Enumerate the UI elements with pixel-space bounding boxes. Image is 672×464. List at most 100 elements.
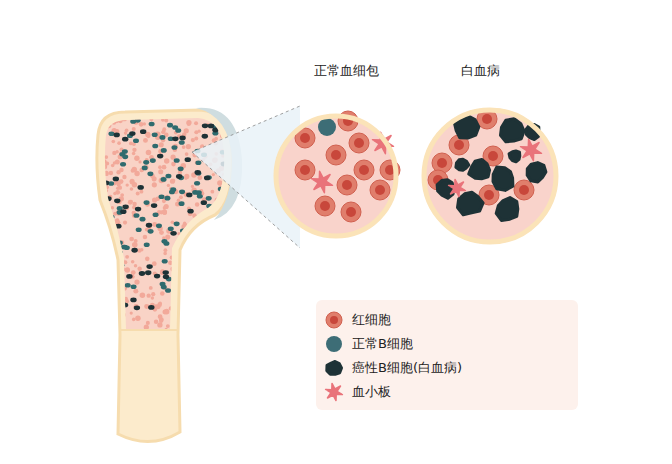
marrow-cancer-cell	[129, 131, 135, 136]
legend-icon-svg	[324, 310, 344, 330]
legend-icon-svg	[324, 382, 344, 402]
marrow-dot	[149, 286, 153, 290]
marrow-dot	[111, 304, 116, 309]
marrow-b-cell	[206, 196, 212, 201]
red-cell-center	[342, 180, 352, 190]
marrow-dot	[193, 275, 197, 279]
marrow-b-cell	[152, 144, 158, 149]
marrow-dot	[194, 314, 198, 318]
marrow-dot	[208, 211, 211, 214]
marrow-dot	[138, 160, 141, 163]
marrow-dot	[195, 202, 199, 206]
cancer-cell	[456, 159, 469, 170]
marrow-cancer-cell	[148, 305, 154, 310]
marrow-dot	[119, 168, 123, 172]
marrow-dot	[122, 175, 126, 179]
marrow-b-cell	[122, 155, 128, 160]
marrow-cancer-cell	[130, 297, 136, 302]
marrow-cancer-cell	[195, 170, 201, 175]
marrow-dot	[115, 265, 120, 270]
marrow-dot	[125, 299, 129, 303]
marrow-dot	[114, 242, 118, 246]
marrow-cancer-cell	[103, 181, 109, 186]
legend-item: 血小板	[324, 382, 391, 402]
marrow-dot	[134, 156, 139, 161]
marrow-dot	[137, 248, 142, 253]
marrow-dot	[186, 244, 189, 247]
zoom-circle: 白血病	[422, 108, 558, 244]
marrow-dot	[104, 281, 108, 285]
marrow-dot	[188, 326, 191, 329]
circle-border	[424, 110, 556, 242]
marrow-dot	[187, 235, 192, 240]
marrow-dot	[135, 315, 140, 320]
marrow-dot	[107, 253, 110, 256]
marrow-dot	[187, 122, 191, 126]
marrow-dot	[223, 297, 228, 302]
marrow-b-cell	[109, 215, 115, 220]
marrow-dot	[170, 256, 174, 260]
red-cell-center	[346, 207, 356, 217]
marrow-dot	[180, 256, 184, 260]
marrow-cancer-cell	[185, 157, 191, 162]
marrow-b-cell	[117, 280, 123, 285]
marrow-cancer-cell	[176, 174, 182, 179]
marrow-dot	[223, 257, 227, 261]
marrow-dot	[195, 217, 199, 221]
marrow-dot	[130, 311, 133, 314]
marrow-dot	[105, 294, 109, 298]
marrow-dot	[146, 321, 150, 325]
marrow-cancer-cell	[105, 196, 111, 201]
marrow-dot	[115, 120, 119, 124]
marrow-dot	[105, 162, 109, 166]
marrow-cancer-cell	[115, 294, 121, 299]
platelet	[326, 383, 343, 400]
marrow-dot	[115, 190, 120, 195]
marrow-dot	[193, 309, 198, 314]
red-cell-center	[320, 201, 330, 211]
marrow-dot	[221, 194, 226, 199]
marrow-dot	[132, 318, 136, 322]
marrow-dot	[173, 280, 178, 285]
marrow-b-cell	[150, 158, 156, 163]
marrow-dot	[219, 286, 224, 291]
marrow-b-cell	[179, 201, 185, 206]
marrow-b-cell	[186, 238, 192, 243]
marrow-dot	[134, 279, 139, 284]
marrow-b-cell	[219, 253, 225, 258]
marrow-b-cell	[143, 160, 149, 165]
red-cell	[341, 202, 361, 222]
marrow-dot	[144, 325, 149, 330]
marrow-cancer-cell	[139, 271, 145, 276]
marrow-b-cell	[220, 314, 226, 319]
marrow-dot	[184, 128, 189, 133]
marrow-dot	[204, 320, 208, 324]
marrow-dot	[126, 183, 129, 186]
marrow-b-cell	[216, 212, 222, 217]
marrow-dot	[103, 193, 108, 198]
marrow-dot	[213, 288, 216, 291]
marrow-b-cell	[180, 228, 186, 233]
marrow-dot	[222, 255, 227, 260]
cancer-cell	[501, 119, 525, 142]
legend-item: 红细胞	[324, 310, 391, 330]
marrow-b-cell	[220, 124, 226, 129]
marrow-dot	[182, 145, 186, 149]
marrow-b-cell	[117, 240, 123, 245]
cancer-cell	[458, 192, 484, 215]
marrow-dot	[198, 312, 203, 317]
marrow-dot	[140, 293, 146, 299]
normal-cells	[295, 111, 400, 222]
marrow-dot	[102, 325, 107, 330]
marrow-b-cell	[192, 190, 198, 195]
marrow-dot	[130, 200, 133, 203]
marrow-dot	[152, 198, 157, 203]
marrow-cancer-cell	[146, 264, 152, 269]
marrow-b-cell	[122, 149, 128, 154]
legend: 红细胞正常B细胞癌性B细胞(白血病)血小板	[316, 300, 578, 410]
red-cell-center	[354, 138, 364, 148]
marrow-cancer-cell	[172, 136, 178, 141]
marrow-dot	[113, 227, 117, 231]
marrow-dot	[183, 302, 187, 306]
marrow-dot	[196, 243, 200, 247]
